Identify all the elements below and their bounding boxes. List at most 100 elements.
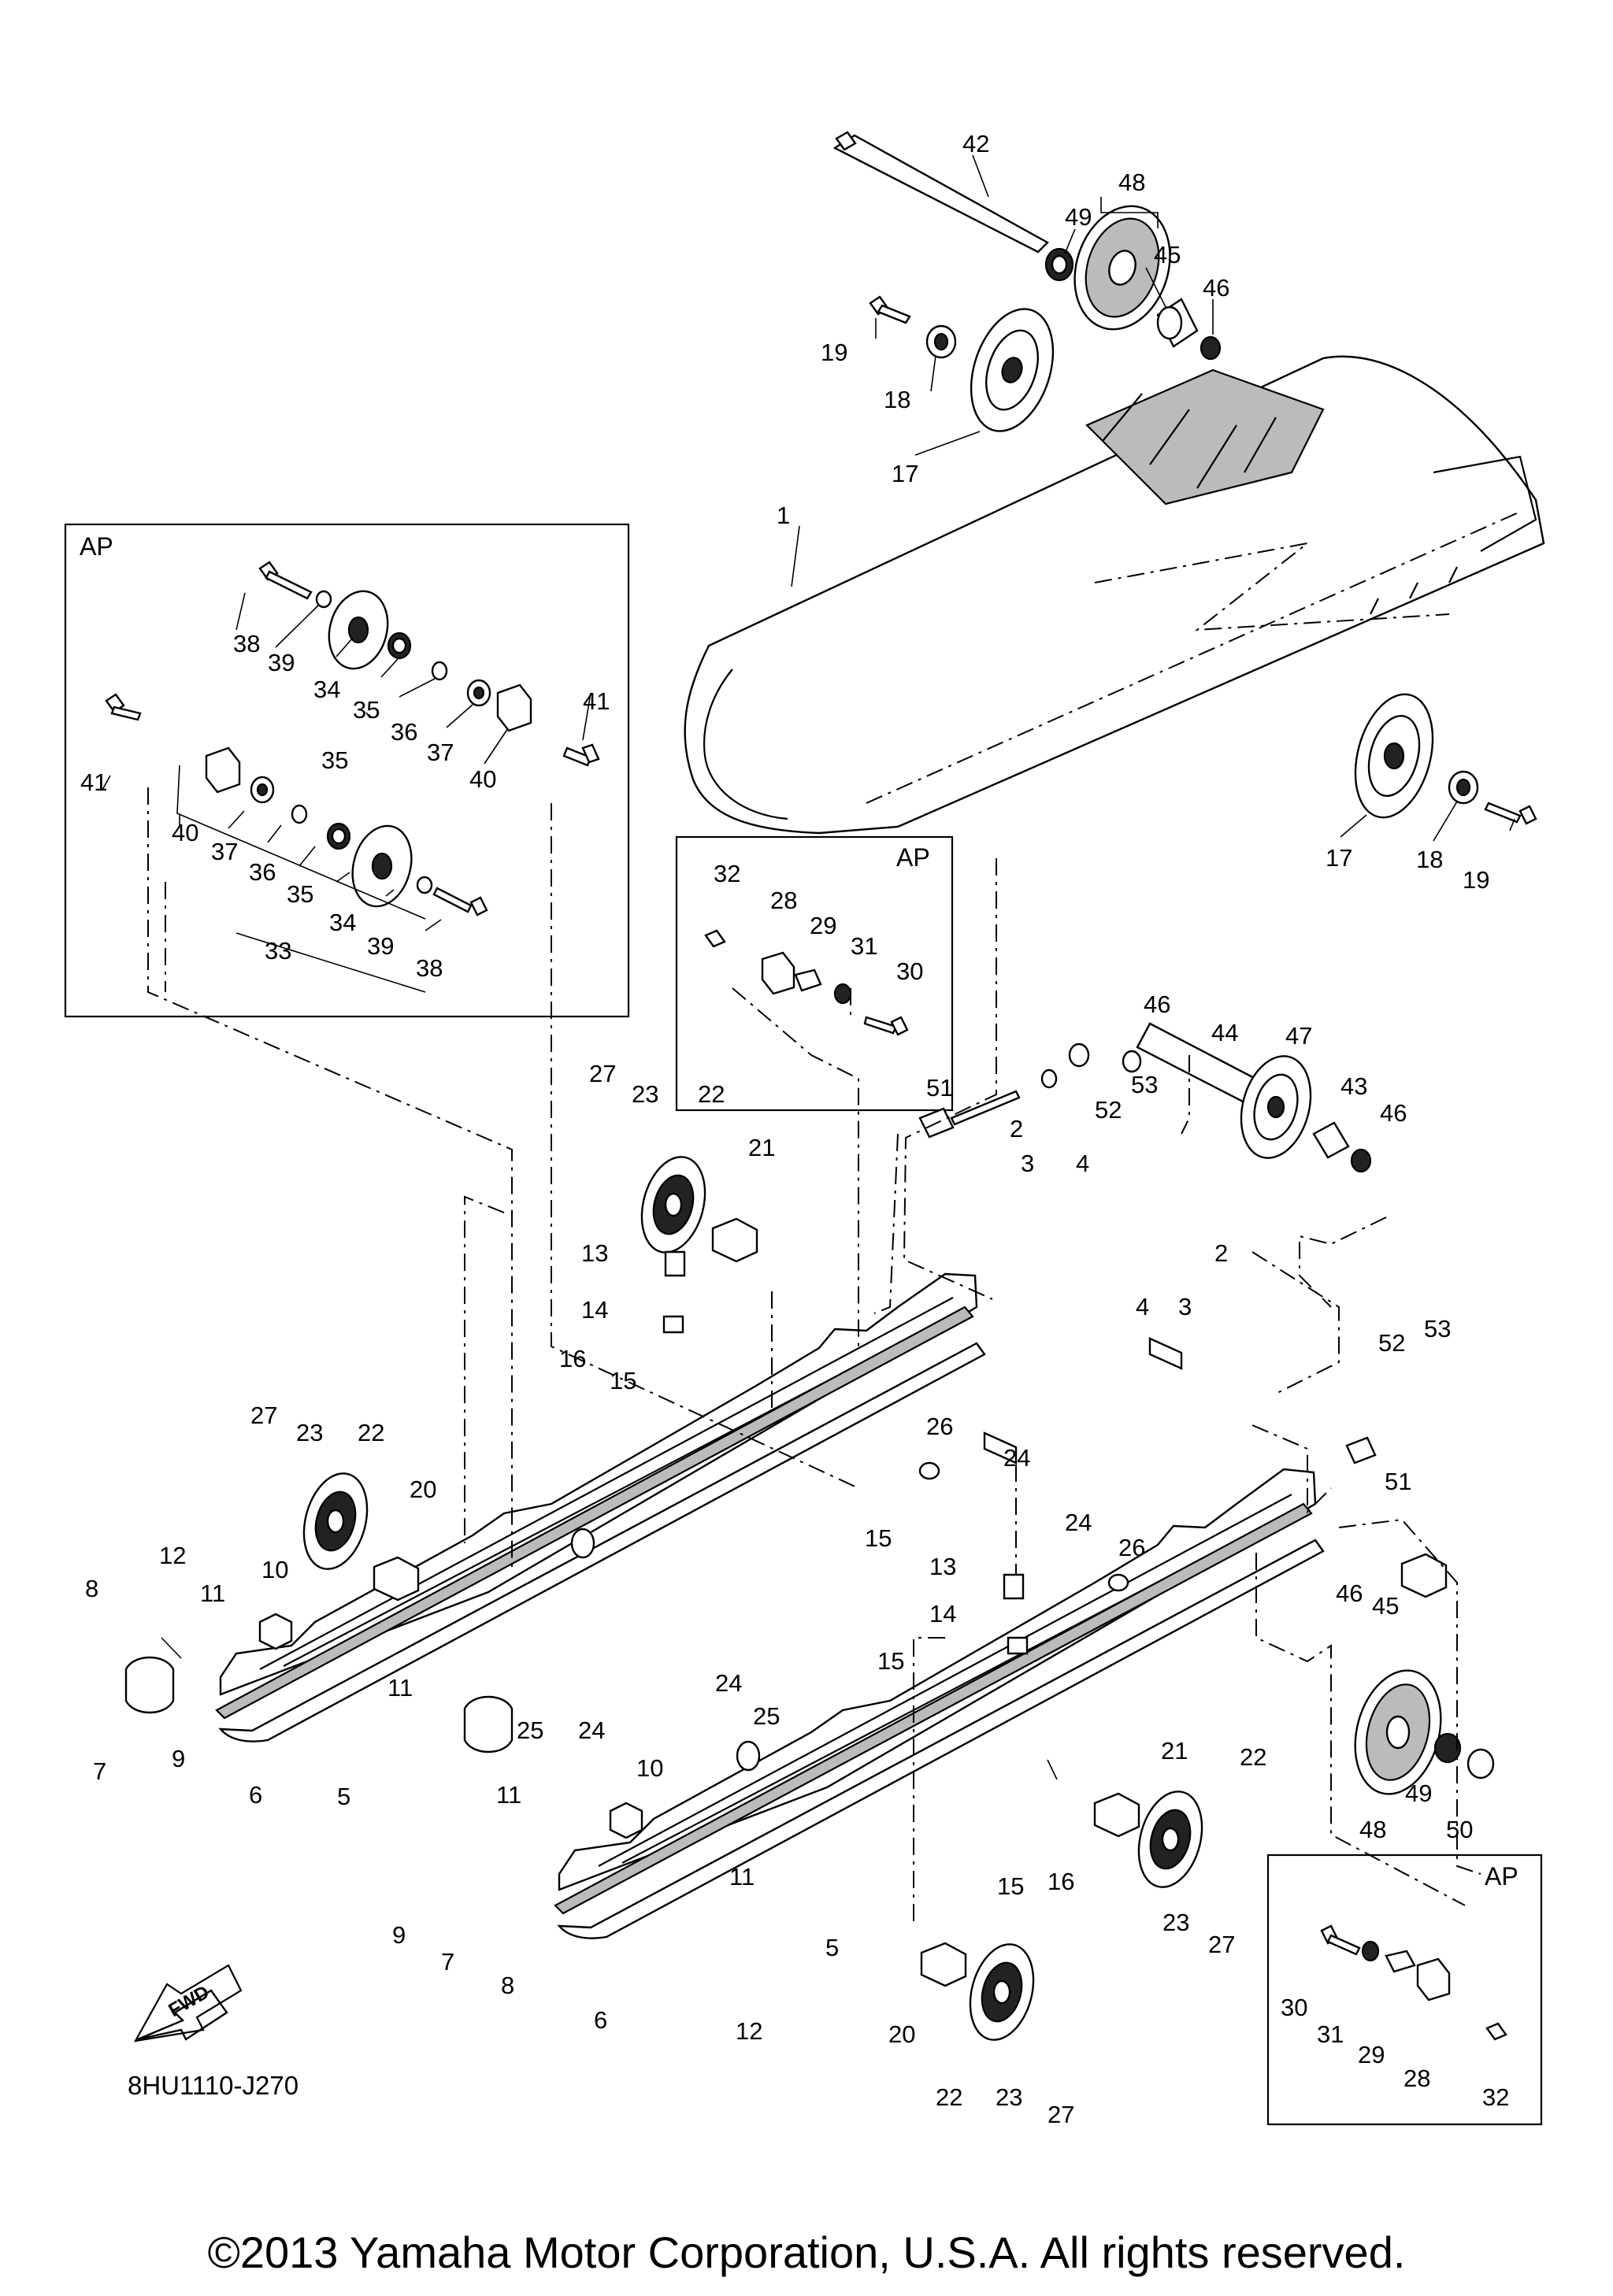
callout-49: 49 <box>1065 203 1092 231</box>
wheel-17-top <box>970 308 1055 432</box>
ap-left-lower-parts <box>105 693 488 917</box>
callout-24: 24 <box>578 1716 605 1744</box>
callout-5: 5 <box>337 1783 350 1810</box>
callout-47: 47 <box>1285 1022 1312 1050</box>
callout-13: 13 <box>929 1553 956 1580</box>
assembly-lines <box>147 787 1481 1921</box>
callout-26: 26 <box>926 1413 953 1440</box>
callout-30: 30 <box>1281 1994 1307 2021</box>
callout-22: 22 <box>936 2083 962 2111</box>
callout-2: 2 <box>1214 1239 1228 1267</box>
track-belt <box>684 355 1545 835</box>
ap-box-right-label: AP <box>1485 1862 1518 1890</box>
callout-1: 1 <box>777 502 790 529</box>
callout-25: 25 <box>753 1702 780 1730</box>
callout-37: 37 <box>211 838 238 865</box>
drawing-code: 8HU1110-J270 <box>128 2071 298 2100</box>
callout-51: 51 <box>926 1074 953 1102</box>
callout-23: 23 <box>632 1080 658 1108</box>
callout-22: 22 <box>358 1419 384 1446</box>
callout-9: 9 <box>392 1921 406 1949</box>
callout-33: 33 <box>265 937 291 965</box>
callout-40: 40 <box>172 819 198 846</box>
callout-11: 11 <box>387 1674 413 1702</box>
callout-30: 30 <box>896 957 923 985</box>
callout-24: 24 <box>1065 1509 1092 1536</box>
callout-15: 15 <box>877 1647 904 1675</box>
callout-46: 46 <box>1380 1099 1407 1127</box>
callout-45: 45 <box>1372 1592 1399 1620</box>
callout-46: 46 <box>1203 274 1229 302</box>
callout-27: 27 <box>250 1402 277 1429</box>
callout-29: 29 <box>1358 2041 1385 2068</box>
callout-3: 3 <box>1178 1293 1192 1320</box>
callout-23: 23 <box>296 1419 323 1446</box>
callout-37: 37 <box>427 739 454 766</box>
callout-52: 52 <box>1095 1096 1122 1124</box>
callout-6: 6 <box>594 2006 607 2034</box>
ap-middle-parts <box>704 929 909 1036</box>
callout-35: 35 <box>287 880 313 908</box>
copyright-notice: ©2013 Yamaha Motor Corporation, U.S.A. A… <box>208 2227 1406 2277</box>
bolt-19-top <box>869 295 911 324</box>
callout-7: 7 <box>93 1757 106 1785</box>
wheel-48-top <box>1073 205 1171 331</box>
wheel-22-left <box>302 1472 369 1570</box>
callout-38: 38 <box>416 954 443 982</box>
wheel-22-bottom <box>969 1943 1035 2041</box>
callout-15: 15 <box>997 1872 1024 1900</box>
bolt-19-right <box>1484 802 1537 825</box>
callout-48: 48 <box>1359 1816 1386 1843</box>
callout-24: 24 <box>715 1669 742 1697</box>
callout-35: 35 <box>321 746 348 774</box>
callout-11: 11 <box>496 1781 521 1809</box>
callout-7: 7 <box>441 1948 454 1976</box>
callout-27: 27 <box>1208 1931 1235 1958</box>
callout-36: 36 <box>391 718 417 746</box>
ap-box-middle <box>675 835 954 1112</box>
callout-42: 42 <box>962 130 989 157</box>
callout-9: 9 <box>172 1745 185 1772</box>
leader-lines <box>102 154 1515 993</box>
wheel-22-mid-upper <box>640 1156 706 1254</box>
callout-23: 23 <box>996 2083 1022 2111</box>
ap-box-right <box>1266 1853 1543 2126</box>
callout-2: 2 <box>1010 1115 1023 1142</box>
callout-41: 41 <box>80 768 107 796</box>
callout-20: 20 <box>888 2020 915 2048</box>
callout-39: 39 <box>268 649 295 676</box>
callout-46: 46 <box>1336 1579 1363 1607</box>
ap-box-left <box>64 523 630 1018</box>
callout-26: 26 <box>1118 1534 1145 1561</box>
callout-53: 53 <box>1424 1315 1451 1342</box>
callout-38: 38 <box>233 630 260 657</box>
nut-46-top <box>1200 335 1222 361</box>
callout-13: 13 <box>581 1239 608 1267</box>
collar-18-top <box>925 324 957 359</box>
callout-23: 23 <box>1162 1909 1189 1936</box>
callout-17: 17 <box>892 460 918 487</box>
wheel-48-right <box>1354 1669 1495 1795</box>
callout-52: 52 <box>1378 1329 1405 1357</box>
callout-49: 49 <box>1405 1779 1432 1807</box>
callout-15: 15 <box>865 1524 892 1552</box>
callout-43: 43 <box>1340 1072 1367 1100</box>
callout-22: 22 <box>698 1080 725 1108</box>
callout-14: 14 <box>929 1600 956 1628</box>
callout-5: 5 <box>825 1934 839 1961</box>
callout-45: 45 <box>1154 241 1181 268</box>
fwd-arrow-icon: FWD <box>133 1964 243 2042</box>
callout-31: 31 <box>851 932 877 960</box>
rear-idler-assembly <box>918 1022 1372 1173</box>
callout-48: 48 <box>1118 168 1145 196</box>
bearing-49-top <box>1044 247 1074 282</box>
collar-45-top <box>1156 298 1199 348</box>
callout-24: 24 <box>1003 1444 1030 1472</box>
callout-12: 12 <box>736 2017 762 2045</box>
callout-20: 20 <box>410 1476 436 1503</box>
callout-34: 34 <box>313 676 340 703</box>
callout-18: 18 <box>1416 846 1443 873</box>
callout-16: 16 <box>1048 1868 1074 1895</box>
callout-4: 4 <box>1076 1150 1089 1177</box>
callout-6: 6 <box>249 1781 262 1809</box>
